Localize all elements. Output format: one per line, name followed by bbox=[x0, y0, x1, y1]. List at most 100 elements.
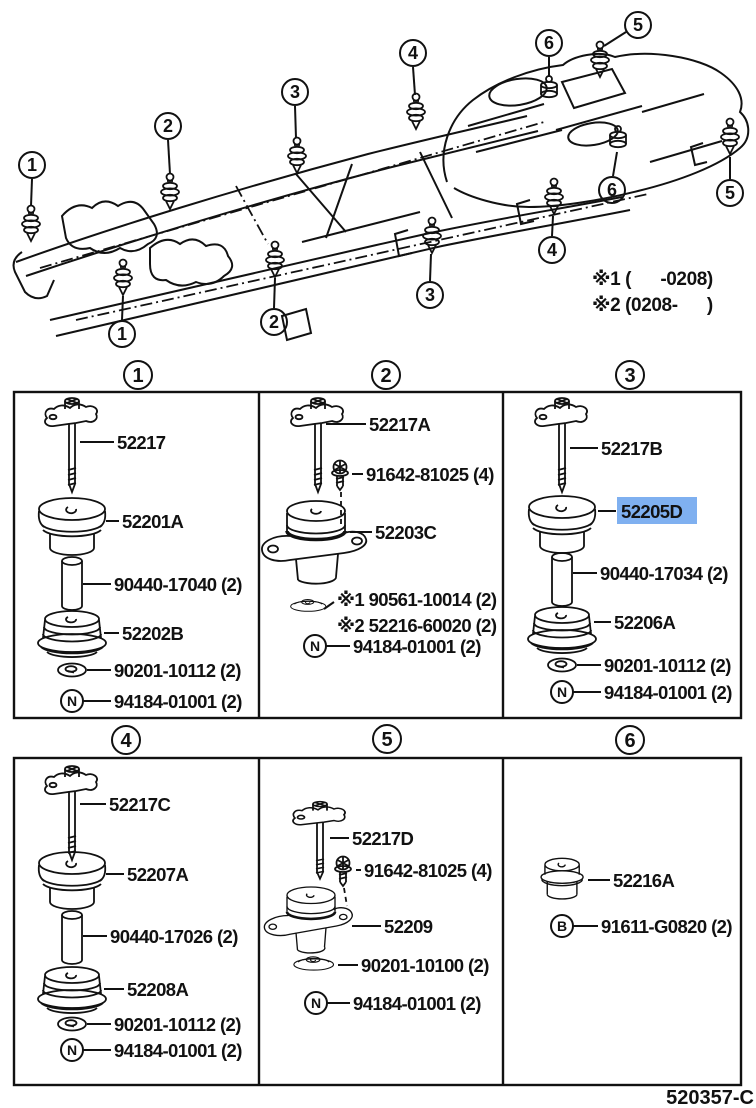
mount-symbol bbox=[406, 92, 426, 130]
washer-drawing bbox=[57, 1016, 87, 1032]
part-number-label: 94184-01001 (2) bbox=[114, 1040, 242, 1061]
frame-callout: 3 bbox=[281, 78, 309, 139]
panel-number-label: 2 bbox=[380, 365, 391, 387]
panel-number-6: 6 bbox=[615, 725, 645, 755]
revision-note-1: ※1 ( -0208) bbox=[592, 269, 713, 290]
bracket-cushion-drawing bbox=[263, 885, 354, 955]
frame-callout: 5 bbox=[603, 11, 652, 47]
mount-symbol bbox=[113, 258, 133, 296]
cushion-drawing bbox=[37, 497, 107, 556]
retainer-drawing bbox=[293, 956, 335, 971]
part-number-label: 94184-01001 (2) bbox=[353, 636, 481, 657]
bolt-drawing bbox=[534, 397, 588, 493]
callout-number: 2 bbox=[269, 312, 279, 332]
part-number-label: 91611-G0820 (2) bbox=[601, 916, 732, 937]
cushion-drawing bbox=[540, 857, 584, 900]
part-number-label: 52217C bbox=[109, 794, 170, 815]
part-number-label: 52203C bbox=[375, 522, 436, 543]
part-number-label: 90201-10112 (2) bbox=[114, 1014, 241, 1035]
callout-number: 6 bbox=[544, 33, 554, 53]
mount-symbol bbox=[720, 117, 740, 155]
panel-number-3: 3 bbox=[615, 360, 645, 390]
frame-callout: 1 bbox=[18, 151, 46, 207]
panel-number-1: 1 bbox=[123, 360, 153, 390]
callout-number: 5 bbox=[725, 183, 735, 203]
part-number-label: 52209 bbox=[384, 916, 433, 937]
part-number-label: 52217B bbox=[601, 438, 662, 459]
part-number-label: 52201A bbox=[122, 511, 183, 532]
panel-number-label: 4 bbox=[120, 730, 132, 752]
part-number-label: 90440-17040 (2) bbox=[114, 574, 242, 595]
highlight-box bbox=[617, 497, 697, 524]
callout-number: 6 bbox=[607, 180, 617, 200]
panel-number-label: 1 bbox=[132, 365, 143, 387]
part-number-label: 52217A bbox=[369, 414, 430, 435]
part-number-label: ※2 52216-60020 (2) bbox=[337, 615, 497, 636]
frame-callout: 6 bbox=[535, 29, 563, 77]
bolt-drawing bbox=[44, 397, 98, 493]
panel-grid bbox=[12, 390, 743, 1087]
panel-number-2: 2 bbox=[371, 360, 401, 390]
part-number-label: 90201-10100 (2) bbox=[361, 955, 489, 976]
panel-number-label: 3 bbox=[624, 365, 635, 387]
callout-number: 5 bbox=[633, 15, 643, 35]
callout-number: 4 bbox=[408, 43, 418, 63]
callout-number: 3 bbox=[425, 285, 435, 305]
small-bolt-drawing bbox=[331, 459, 349, 491]
nut-symbol-letter: N bbox=[67, 693, 77, 709]
frame-diagram bbox=[12, 40, 750, 342]
retainer-drawing bbox=[290, 598, 327, 612]
panel-2: 52217A 91642-81025 (4) 52203C ※1 90561-1… bbox=[260, 397, 497, 658]
part-number-label-highlighted: 52205D bbox=[621, 501, 682, 522]
part-number-label: 52208A bbox=[127, 979, 188, 1000]
panel-3: 52217B 52205D 90440-17034 (2) 52206A 902… bbox=[527, 397, 733, 704]
frame-callout: 2 bbox=[154, 112, 182, 175]
frame-callout: 3 bbox=[416, 253, 444, 309]
figure-code: 520357-C bbox=[666, 1087, 754, 1108]
part-number-label: 52207A bbox=[127, 864, 188, 885]
frame-callout: 2 bbox=[260, 277, 288, 336]
part-number-label: 90440-17026 (2) bbox=[110, 926, 238, 947]
panel-number-5: 5 bbox=[372, 724, 402, 754]
panel-6: 52216A B 91611-G0820 (2) bbox=[540, 857, 733, 938]
frame-callout: 4 bbox=[538, 215, 566, 264]
callout-number: 2 bbox=[163, 116, 173, 136]
cushion-drawing bbox=[527, 495, 597, 554]
part-number-label: 94184-01001 (2) bbox=[604, 682, 732, 703]
mount-symbol bbox=[287, 136, 307, 174]
frame-callout: 5 bbox=[716, 157, 744, 207]
nut-symbol-letter: N bbox=[311, 995, 321, 1011]
callout-number: 1 bbox=[117, 324, 127, 344]
part-number-label: 94184-01001 (2) bbox=[114, 691, 242, 712]
part-number-label: 52217D bbox=[352, 828, 413, 849]
washer-drawing bbox=[57, 662, 87, 678]
bracket-cushion-drawing bbox=[260, 499, 369, 586]
part-number-label: 90440-17034 (2) bbox=[600, 563, 728, 584]
nut-symbol-letter: N bbox=[310, 638, 320, 654]
cushion-drawing bbox=[527, 606, 597, 654]
panel-1: 52217 52201A 90440-17040 (2) 52202B 9020… bbox=[37, 397, 243, 713]
spacer-drawing bbox=[551, 552, 573, 607]
panel-number-label: 5 bbox=[381, 729, 392, 751]
part-number-label: 91642-81025 (4) bbox=[366, 464, 494, 485]
part-number-label: ※1 90561-10014 (2) bbox=[337, 589, 497, 610]
spacer-drawing bbox=[61, 556, 83, 611]
part-number-label: 52206A bbox=[614, 612, 675, 633]
mount-symbol bbox=[21, 204, 41, 242]
frame-callout: 6 bbox=[598, 151, 626, 204]
mount-symbol bbox=[160, 172, 180, 210]
washer-drawing bbox=[547, 657, 577, 673]
cushion-drawing bbox=[37, 966, 107, 1014]
bolt-drawing bbox=[290, 397, 344, 493]
nut-symbol-letter: N bbox=[557, 684, 567, 700]
revision-note-2: ※2 (0208- ) bbox=[592, 295, 713, 316]
part-number-label: 52202B bbox=[122, 623, 183, 644]
mount-symbol bbox=[265, 240, 285, 278]
frame-callouts: 1 2 3 1 2 3 4 6 5 4 6 5 bbox=[18, 11, 744, 348]
panel-4: 52217C 52207A 90440-17026 (2) 52208A 902… bbox=[37, 765, 243, 1062]
panel-5: 52217D 91642-81025 (4) 52209 90201-10100… bbox=[263, 800, 493, 1015]
part-number-label: 94184-01001 (2) bbox=[353, 993, 481, 1014]
panel-number-4: 4 bbox=[111, 725, 141, 755]
part-number-label: 90201-10112 (2) bbox=[114, 660, 241, 681]
